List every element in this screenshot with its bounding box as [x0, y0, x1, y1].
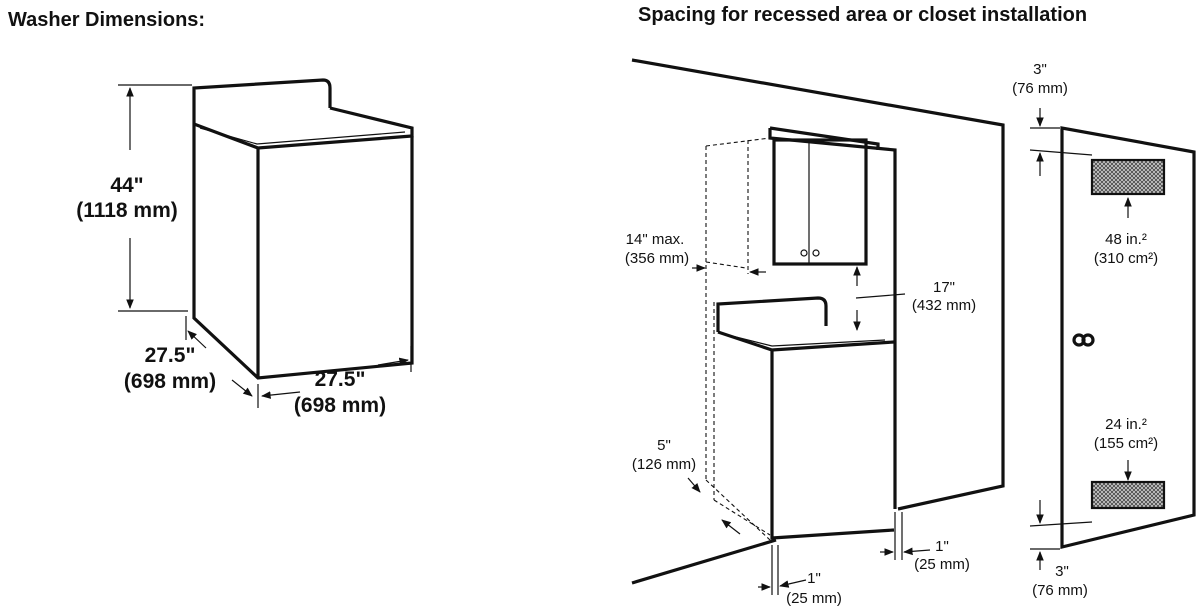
cabinet-gap-metric-label: (432 mm) — [912, 297, 976, 314]
washer-depth-label: 27.5" — [145, 344, 196, 367]
rear-clearance-label: 5" — [657, 437, 671, 454]
closet-dimension-arrows — [687, 264, 931, 595]
closet-drawing — [631, 58, 1005, 585]
side-max-metric-label: (356 mm) — [625, 250, 689, 267]
top-vent — [1090, 158, 1166, 196]
closet-spacing-title: Spacing for recessed area or closet inst… — [638, 4, 1088, 26]
top-vent-area-label: 48 in.² — [1105, 231, 1147, 248]
washer-height-label: 44" — [110, 174, 143, 197]
washer-depth-dimension — [185, 316, 253, 397]
cabinet-gap-label: 17" — [933, 279, 955, 296]
washer-width-metric-label: (698 mm) — [294, 394, 386, 417]
washer-depth-metric-label: (698 mm) — [124, 370, 216, 393]
bottom-vent-area-label: 24 in.² — [1105, 416, 1147, 433]
washer-height-metric-label: (1118 mm) — [76, 199, 178, 222]
door-dimension-arrows — [1029, 108, 1132, 570]
door-bottom-clearance-metric-label: (76 mm) — [1032, 582, 1088, 599]
side-left-metric-label: (25 mm) — [786, 590, 842, 607]
door-bottom-clearance-label: 3" — [1055, 563, 1069, 580]
side-right-metric-label: (25 mm) — [914, 556, 970, 573]
bottom-vent-area-metric-label: (155 cm²) — [1094, 435, 1158, 452]
washer-drawing — [192, 78, 414, 380]
side-max-label: 14" max. — [626, 231, 685, 248]
side-right-label: 1" — [935, 538, 949, 555]
door-top-clearance-label: 3" — [1033, 61, 1047, 78]
washer-width-label: 27.5" — [315, 368, 366, 391]
side-left-label: 1" — [807, 570, 821, 587]
washer-dimensions-title: Washer Dimensions: — [8, 9, 206, 31]
rear-clearance-metric-label: (126 mm) — [632, 456, 696, 473]
washer-width-dimension — [257, 346, 412, 408]
bottom-vent — [1090, 480, 1166, 510]
door-top-clearance-metric-label: (76 mm) — [1012, 80, 1068, 97]
top-vent-area-metric-label: (310 cm²) — [1094, 250, 1158, 267]
washer-height-dimension — [118, 84, 192, 312]
closet-door — [1060, 126, 1196, 550]
